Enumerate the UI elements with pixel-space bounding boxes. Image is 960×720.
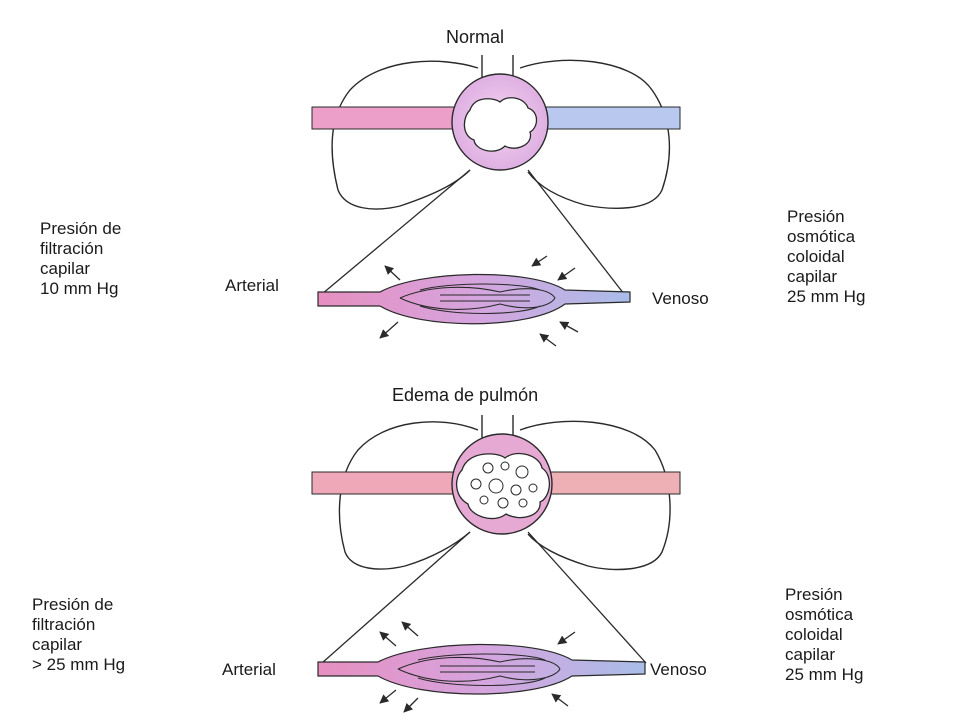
arrow-out-edema-4	[403, 697, 419, 713]
normal-lung-group	[311, 55, 681, 347]
edema-lung-group	[311, 415, 681, 713]
capillary-cells-edema	[397, 653, 561, 687]
left-lung-outline	[331, 60, 479, 210]
right-label-edema-line-2: osmótica	[785, 605, 854, 624]
edema-fluid-bubbles	[470, 461, 538, 509]
left-label-line-2: filtración	[40, 239, 104, 258]
left-label-line-3: capilar	[40, 259, 91, 278]
pulmonary-vein-band-edema	[539, 471, 681, 495]
arrow-in-2	[557, 267, 576, 281]
left-label-line-4: 10 mm Hg	[40, 279, 119, 298]
alveolus-air-space	[463, 97, 538, 152]
right-label-line-5: 25 mm Hg	[787, 287, 866, 306]
capillary-edema	[317, 643, 646, 695]
zoom-line-left-edema	[321, 531, 471, 664]
right-label-edema-line-4: capilar	[785, 645, 836, 664]
zoom-line-right	[527, 169, 625, 295]
left-label-edema-line-2: filtración	[32, 615, 96, 634]
arrow-out-edema-3	[379, 689, 397, 704]
capillary-normal	[317, 273, 631, 325]
zoom-line-left	[321, 169, 471, 295]
right-label-line-1: Presión	[787, 207, 845, 226]
arrow-out-edema-2	[401, 621, 419, 637]
right-label-line-3: coloidal	[787, 247, 845, 266]
right-label-line-2: osmótica	[787, 227, 856, 246]
pulmonary-artery-band-edema	[311, 471, 463, 495]
left-label-line-1: Presión de	[40, 219, 122, 238]
left-lung-outline-edema	[338, 421, 479, 570]
arterial-label-edema: Arterial	[222, 660, 276, 679]
arterial-label-normal: Arterial	[225, 276, 279, 295]
left-pressure-label-normal: Presión de filtración capilar 10 mm Hg	[40, 219, 121, 299]
title-edema: Edema de pulmón	[392, 385, 539, 405]
arrow-in-4	[539, 333, 557, 347]
right-lung-outline	[519, 59, 671, 209]
arrow-in-1	[531, 255, 548, 267]
right-label-edema-line-3: coloidal	[785, 625, 843, 644]
arrow-in-3	[559, 321, 579, 333]
right-pressure-label-normal: Presión osmótica coloidal capilar 25 mm …	[787, 207, 865, 307]
right-label-edema-line-5: 25 mm Hg	[785, 665, 864, 684]
left-label-edema-line-1: Presión de	[32, 595, 114, 614]
right-label-edema-line-1: Presión	[785, 585, 843, 604]
arrow-in-edema-2	[551, 693, 569, 707]
right-label-line-4: capilar	[787, 267, 838, 286]
pulmonary-vein-band	[539, 106, 681, 130]
arrow-out-2	[379, 321, 399, 339]
right-lung-outline-edema	[519, 420, 671, 571]
arrow-out-edema-1	[379, 631, 397, 647]
venoso-label-edema: Venoso	[650, 660, 707, 679]
zoom-line-right-edema	[527, 531, 647, 664]
title-normal: Normal	[446, 27, 505, 47]
pulmonary-artery-band	[311, 106, 463, 130]
left-label-edema-line-3: capilar	[32, 635, 83, 654]
capillary-cells-normal	[399, 283, 556, 315]
left-label-edema-line-4: > 25 mm Hg	[32, 655, 126, 674]
left-pressure-label-edema: Presión de filtración capilar > 25 mm Hg	[32, 595, 125, 675]
venoso-label-normal: Venoso	[652, 289, 709, 308]
right-pressure-label-edema: Presión osmótica coloidal capilar 25 mm …	[785, 585, 863, 685]
arrow-out-1	[384, 265, 401, 281]
arrow-in-edema-1	[557, 631, 576, 645]
